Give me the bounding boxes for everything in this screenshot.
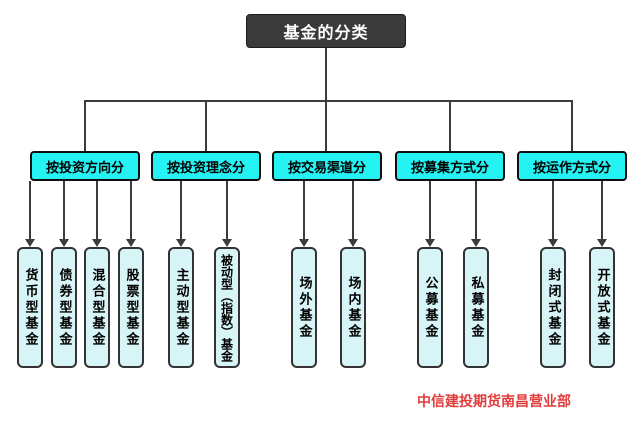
category-node-by-operation-mode: 按运作方式分 — [517, 151, 627, 181]
connector-line-stub-5 — [571, 100, 573, 151]
connector-line-stub-1 — [84, 100, 86, 151]
connector-line-arrow — [63, 181, 65, 239]
arrowhead-icon — [222, 239, 232, 247]
arrowhead-icon — [92, 239, 102, 247]
connector-line-stub-2 — [205, 100, 207, 151]
connector-line-bus — [84, 100, 573, 102]
arrowhead-icon — [348, 239, 358, 247]
arrowhead-icon — [59, 239, 69, 247]
connector-line-arrow — [601, 181, 603, 239]
connector-line-arrow — [352, 181, 354, 239]
leaf-node-exchange-fund: 场内基金 — [340, 247, 366, 368]
leaf-node-closed-end-fund: 封闭式基金 — [540, 247, 566, 368]
leaf-node-passive-index-fund: 被动型（指数）基金 — [214, 247, 240, 368]
arrowhead-icon — [597, 239, 607, 247]
category-node-by-trading-channel: 按交易渠道分 — [272, 151, 382, 181]
leaf-node-otc-fund: 场外基金 — [291, 247, 317, 368]
leaf-node-private-fund: 私募基金 — [463, 247, 489, 368]
connector-line-arrow — [429, 181, 431, 239]
connector-line-arrow — [96, 181, 98, 239]
leaf-node-open-end-fund: 开放式基金 — [589, 247, 615, 368]
category-node-by-fundraising-method: 按募集方式分 — [395, 151, 505, 181]
connector-line-arrow — [180, 181, 182, 239]
connector-line-arrow — [130, 181, 132, 239]
arrowhead-icon — [299, 239, 309, 247]
leaf-node-public-fund: 公募基金 — [417, 247, 443, 368]
category-node-by-investment-philosophy: 按投资理念分 — [151, 151, 261, 181]
brand-footer-text: 中信建投期货南昌营业部 — [417, 394, 571, 410]
arrowhead-icon — [548, 239, 558, 247]
connector-line-root-drop — [325, 48, 327, 101]
leaf-node-bond-fund: 债券型基金 — [51, 247, 77, 368]
leaf-node-active-fund: 主动型基金 — [168, 247, 194, 368]
connector-line-arrow — [226, 181, 228, 239]
connector-line-stub-3 — [325, 100, 327, 151]
leaf-node-currency-fund: 货币型基金 — [17, 247, 43, 368]
category-node-by-investment-direction: 按投资方向分 — [30, 151, 140, 181]
connector-line-arrow — [475, 181, 477, 239]
connector-line-arrow — [29, 181, 31, 239]
root-node-fund-classification: 基金的分类 — [246, 14, 406, 48]
arrowhead-icon — [425, 239, 435, 247]
connector-line-arrow — [303, 181, 305, 239]
arrowhead-icon — [471, 239, 481, 247]
leaf-node-stock-fund: 股票型基金 — [118, 247, 144, 368]
connector-line-stub-4 — [449, 100, 451, 151]
arrowhead-icon — [176, 239, 186, 247]
connector-line-arrow — [552, 181, 554, 239]
arrowhead-icon — [25, 239, 35, 247]
arrowhead-icon — [126, 239, 136, 247]
leaf-node-hybrid-fund: 混合型基金 — [84, 247, 110, 368]
